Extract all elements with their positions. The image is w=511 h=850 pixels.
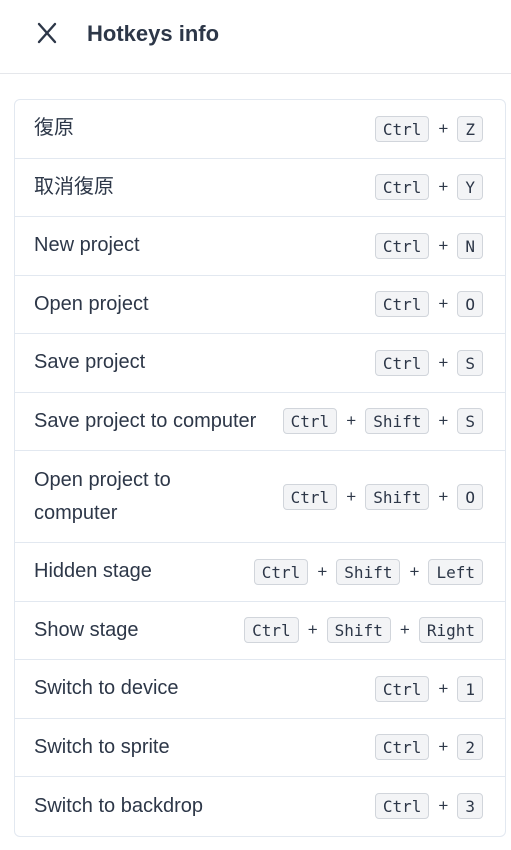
- hotkey-combo: Ctrl +2: [374, 734, 483, 761]
- key-cap: Shift: [365, 408, 430, 435]
- key-cap: Ctrl: [374, 291, 430, 318]
- hotkey-combo: Ctrl + Shift + S: [282, 408, 483, 435]
- key-separator: +: [409, 561, 420, 581]
- key-cap: Right: [418, 617, 483, 644]
- hotkey-label: Open project to computer: [34, 468, 171, 524]
- key-cap: Shift: [365, 483, 430, 510]
- hotkey-label: 取消復原: [34, 175, 114, 198]
- key-cap: 1: [457, 675, 483, 702]
- key-cap: O: [457, 483, 483, 510]
- hotkey-label: Switch to device: [34, 677, 179, 700]
- hotkey-combo: Ctrl +3: [374, 793, 483, 820]
- key-separator: +: [438, 411, 449, 431]
- key-cap: Ctrl: [374, 793, 430, 820]
- hotkey-label: Show stage: [34, 618, 139, 641]
- key-separator: +: [438, 235, 449, 255]
- key-cap: Ctrl: [374, 174, 430, 201]
- key-separator: +: [438, 294, 449, 314]
- key-separator: +: [317, 561, 328, 581]
- hotkey-row: Switch to backdrop Ctrl +3: [15, 777, 505, 836]
- key-cap: Shift: [326, 617, 391, 644]
- key-separator: +: [438, 486, 449, 506]
- key-cap: Ctrl: [374, 115, 430, 142]
- key-cap: N: [457, 232, 483, 259]
- key-cap: Ctrl: [374, 232, 430, 259]
- key-cap: O: [457, 291, 483, 318]
- key-separator: +: [399, 620, 410, 640]
- hotkey-combo: Ctrl + Shift + O: [282, 483, 483, 510]
- key-cap: 2: [457, 734, 483, 761]
- key-cap: Ctrl: [282, 408, 338, 435]
- key-separator: +: [346, 411, 357, 431]
- close-icon: [37, 22, 57, 44]
- hotkey-combo: Ctrl + Shift + Right: [244, 617, 483, 644]
- hotkey-row: Switch to sprite Ctrl +2: [15, 719, 505, 777]
- hotkey-label: Save project to computer: [34, 409, 257, 432]
- hotkey-row: Switch to device Ctrl +1: [15, 660, 505, 719]
- hotkey-combo: Ctrl + Z: [374, 115, 483, 142]
- key-separator: +: [307, 620, 318, 640]
- key-cap: Ctrl: [374, 349, 430, 376]
- page-title: Hotkeys info: [87, 21, 220, 46]
- key-separator: +: [346, 486, 357, 506]
- key-cap: S: [457, 349, 483, 376]
- key-cap: Ctrl: [244, 617, 299, 644]
- hotkey-row: Show stage Ctrl + Shift + Right: [15, 602, 505, 660]
- key-separator: +: [438, 177, 449, 197]
- hotkey-label: Hidden stage: [34, 560, 152, 583]
- hotkey-row: Save project to computer Ctrl + Shift + S: [15, 393, 505, 451]
- dialog-header: Hotkeys info: [0, 0, 511, 74]
- hotkey-row: 復原 Ctrl + Z: [15, 100, 505, 159]
- key-cap: S: [457, 408, 483, 435]
- key-cap: Left: [428, 558, 483, 585]
- key-cap: Y: [457, 174, 483, 201]
- hotkey-label: Open project: [34, 292, 149, 315]
- hotkey-combo: Ctrl + S: [374, 349, 483, 376]
- hotkey-combo: Ctrl +1: [374, 675, 483, 702]
- hotkey-combo: Ctrl + O: [374, 291, 483, 318]
- hotkey-combo: Ctrl + Shift + Left: [253, 558, 483, 585]
- hotkey-label: Switch to sprite: [34, 735, 170, 758]
- key-separator: +: [438, 678, 449, 698]
- hotkey-row: New project Ctrl + N: [15, 217, 505, 276]
- key-separator: +: [438, 737, 449, 757]
- hotkey-row: 取消復原 Ctrl + Y: [15, 159, 505, 217]
- hotkey-row: Save project Ctrl + S: [15, 334, 505, 393]
- key-cap: Ctrl: [374, 675, 430, 702]
- hotkey-combo: Ctrl + Y: [374, 174, 483, 201]
- hotkey-label: Save project: [34, 351, 146, 374]
- key-cap: 3: [457, 793, 483, 820]
- key-cap: Z: [457, 115, 483, 142]
- key-cap: Ctrl: [253, 558, 309, 585]
- hotkey-row: Open project to computer Ctrl + Shift + O: [15, 451, 505, 543]
- hotkey-row: Open project Ctrl + O: [15, 276, 505, 334]
- hotkey-label: 復原: [34, 117, 74, 140]
- key-cap: Shift: [336, 558, 401, 585]
- key-separator: +: [438, 118, 449, 138]
- close-button[interactable]: [34, 20, 60, 46]
- hotkey-row: Hidden stage Ctrl + Shift + Left: [15, 543, 505, 602]
- key-separator: +: [438, 796, 449, 816]
- key-cap: Ctrl: [282, 483, 338, 510]
- key-separator: +: [438, 352, 449, 372]
- key-cap: Ctrl: [374, 734, 430, 761]
- hotkey-label: New project: [34, 234, 140, 257]
- hotkey-label: Switch to backdrop: [34, 794, 203, 817]
- hotkey-combo: Ctrl + N: [374, 232, 483, 259]
